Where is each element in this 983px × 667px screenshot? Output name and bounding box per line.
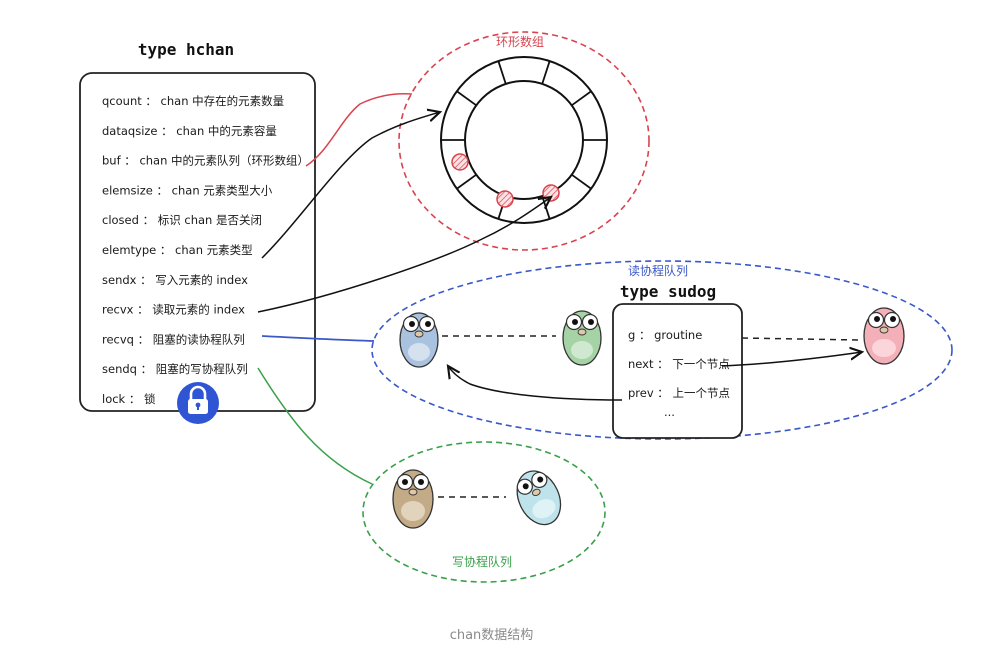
hchan-field: qcount ： chan 中存在的元素数量 xyxy=(102,94,284,108)
hchan-field: buf ： chan 中的元素队列（环形数组） xyxy=(102,154,309,168)
ring-slot-divider xyxy=(456,173,477,190)
hchan-field: elemsize ： chan 元素类型大小 xyxy=(102,183,273,197)
ring-array xyxy=(440,56,608,224)
gopher-write-2 xyxy=(516,470,562,526)
write-queue-boundary xyxy=(362,441,606,583)
ring-boundary xyxy=(398,31,650,251)
queue-link xyxy=(741,337,859,341)
figure-caption: chan数据结构 xyxy=(449,628,534,643)
sudog-field: g ： groutine xyxy=(628,328,702,342)
ring-slot-filled xyxy=(451,153,469,171)
hchan-field: recvx ： 读取元素的 index xyxy=(102,303,245,317)
sendx-arrow xyxy=(261,112,440,259)
hchan-field: dataqsize ： chan 中的元素容量 xyxy=(102,124,277,138)
gopher-write-1 xyxy=(392,469,434,529)
read-queue-label: 读协程队列 xyxy=(628,263,688,278)
sudog-box xyxy=(612,303,743,439)
gopher-read-2 xyxy=(562,310,602,366)
sudog-field: next ： 下一个节点 xyxy=(628,357,730,371)
recvq-connector xyxy=(261,335,375,342)
ring-slot-divider xyxy=(497,60,507,85)
ring-slot-filled xyxy=(542,184,560,202)
sendq-connector xyxy=(257,367,373,485)
sudog-field: ... xyxy=(664,405,675,419)
sudog-title: type sudog xyxy=(620,282,716,301)
hchan-field-list: qcount ： chan 中存在的元素数量 dataqsize ： chan 中… xyxy=(102,94,309,406)
ring-slot-divider xyxy=(571,173,592,190)
sudog-field: prev ： 上一个节点 xyxy=(628,386,730,400)
ring-slot-divider xyxy=(571,90,592,107)
recvx-arrow xyxy=(257,197,551,313)
ring-slot-filled xyxy=(496,190,514,208)
read-queue-boundary xyxy=(371,260,953,440)
gopher-read-1 xyxy=(399,312,439,368)
lock-icon xyxy=(177,382,219,424)
sudog-field-list: g ： groutine next ： 下一个节点 prev ： 上一个节点... xyxy=(628,328,730,419)
hchan-field: recvq ： 阻塞的读协程队列 xyxy=(102,332,245,346)
hchan-field: lock ： 锁 xyxy=(102,392,156,406)
hchan-title: type hchan xyxy=(138,40,234,59)
buf-connector xyxy=(305,93,413,167)
hchan-field: sendx ： 写入元素的 index xyxy=(102,273,248,287)
ring-slot-divider xyxy=(456,90,477,107)
ring-label: 环形数组 xyxy=(496,34,544,49)
next-arrow xyxy=(721,352,862,367)
gopher-read-3 xyxy=(863,307,905,365)
hchan-field: sendq ： 阻塞的写协程队列 xyxy=(102,362,248,376)
hchan-field: closed ： 标识 chan 是否关闭 xyxy=(102,213,262,227)
hchan-field: elemtype ： chan 元素类型 xyxy=(102,243,253,257)
ring-slot-divider xyxy=(541,60,551,85)
prev-arrow xyxy=(448,366,623,401)
write-queue-label: 写协程队列 xyxy=(452,554,512,569)
